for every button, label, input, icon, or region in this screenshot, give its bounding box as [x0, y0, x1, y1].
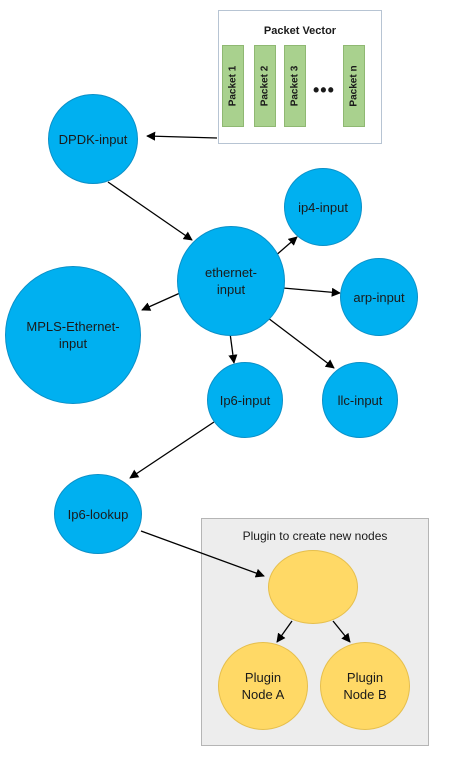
packet-2: Packet 2: [254, 45, 276, 127]
node-plugin: [268, 550, 358, 624]
node-mpls-ethernet-input: MPLS-Ethernet- input: [5, 266, 141, 404]
node-mpls-ethernet-input-label: MPLS-Ethernet- input: [26, 319, 120, 351]
packet-n: Packet n: [343, 45, 365, 127]
packet-ellipsis: •••: [313, 80, 335, 100]
edge-ethernet-input-to-ip6-input: [228, 332, 238, 364]
plugin-box-title: Plugin to create new nodes: [242, 529, 388, 543]
node-plugin-node-a-label: Plugin Node A: [241, 670, 285, 702]
node-ip6-input-label: Ip6-input: [219, 392, 271, 408]
edge-ethernet-input-to-mpls-ethernet-input: [141, 292, 181, 311]
node-dpdk-input: DPDK-input: [48, 94, 138, 184]
node-plugin-node-b: Plugin Node B: [320, 642, 410, 730]
node-ethernet-input: ethernet- input: [177, 226, 285, 336]
edge-ip6-input-to-ip6-lookup: [129, 421, 215, 479]
edge-plugin-node-to-plugin-node-b: [332, 620, 351, 643]
node-ip6-lookup-label: Ip6-lookup: [67, 506, 129, 522]
node-plugin-node-b-label: Plugin Node B: [343, 670, 387, 702]
node-ip6-lookup: Ip6-lookup: [54, 474, 142, 554]
node-ethernet-input-label: ethernet- input: [204, 265, 258, 297]
node-ip4-input: ip4-input: [284, 168, 362, 246]
edge-plugin-node-to-plugin-node-a: [276, 620, 293, 643]
edge-ethernet-input-to-arp-input: [282, 287, 341, 297]
node-plugin-node-a: Plugin Node A: [218, 642, 308, 730]
packet-vector-box: Packet Vector Packet 1 Packet 2 Packet 3…: [218, 10, 382, 144]
edge-ethernet-input-to-llc-input: [267, 317, 335, 369]
node-llc-input: llc-input: [322, 362, 398, 438]
node-ip6-input: Ip6-input: [207, 362, 283, 438]
node-arp-input: arp-input: [340, 258, 418, 336]
edge-packet-vector-to-dpdk-input: [146, 131, 218, 141]
node-arp-input-label: arp-input: [353, 289, 405, 305]
packet-1: Packet 1: [222, 45, 244, 127]
edge-dpdk-input-to-ethernet-input: [107, 181, 193, 241]
node-llc-input-label: llc-input: [337, 392, 383, 408]
node-ip4-input-label: ip4-input: [298, 199, 348, 215]
node-dpdk-input-label: DPDK-input: [58, 131, 128, 147]
packet-vector-title: Packet Vector: [263, 25, 337, 37]
packet-3: Packet 3: [284, 45, 306, 127]
edge-ip6-lookup-to-plugin-node: [140, 530, 265, 578]
